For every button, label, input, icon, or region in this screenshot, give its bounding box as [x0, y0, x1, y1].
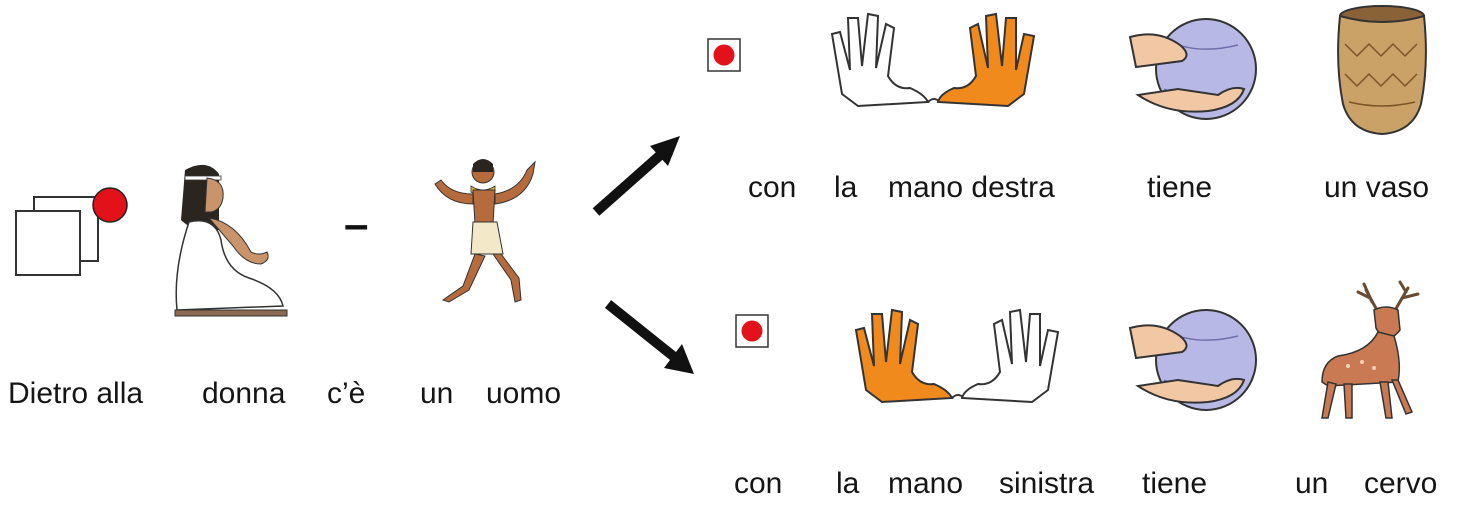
word-donna: donna [202, 377, 286, 410]
deer-icon [1308, 280, 1438, 422]
arrow-down [604, 300, 682, 364]
holding-ball-icon [1128, 306, 1263, 416]
egyptian-woman-icon [155, 160, 295, 320]
bottom-word-tiene: tiene [1142, 467, 1208, 500]
vase-icon [1327, 4, 1437, 139]
word-ce: c’è [327, 377, 366, 410]
left-hand-icon [852, 306, 1062, 411]
top-word-tiene: tiene [1147, 171, 1213, 204]
top-word-mano-destra: mano destra [888, 171, 1055, 204]
word-uomo: uomo [486, 377, 562, 410]
bottom-word-con: con [734, 467, 783, 500]
bottom-word-un: un [1295, 467, 1329, 500]
word-un: un [420, 377, 454, 410]
arrow-down-head [664, 344, 694, 374]
bottom-word-sinistra: sinistra [999, 467, 1095, 500]
branch-arrows [592, 136, 694, 374]
red-dot-icon [707, 38, 741, 72]
arrow-up-head [650, 136, 680, 166]
holding-ball-icon [1128, 15, 1263, 125]
word-dietro-alla: Dietro alla [8, 377, 144, 410]
bottom-word-la: la [836, 467, 860, 500]
bottom-word-mano: mano [888, 467, 964, 500]
red-dot-icon [735, 314, 769, 348]
bottom-word-cervo: cervo [1364, 467, 1438, 500]
arrow-up [592, 146, 670, 216]
top-word-con: con [748, 171, 797, 204]
top-word-la: la [834, 171, 858, 204]
behind-squares-icon [10, 185, 130, 295]
dash: – [344, 200, 369, 249]
right-hand-icon [828, 10, 1038, 115]
top-word-un-vaso: un vaso [1324, 171, 1430, 204]
egyptian-man-icon [415, 150, 555, 310]
